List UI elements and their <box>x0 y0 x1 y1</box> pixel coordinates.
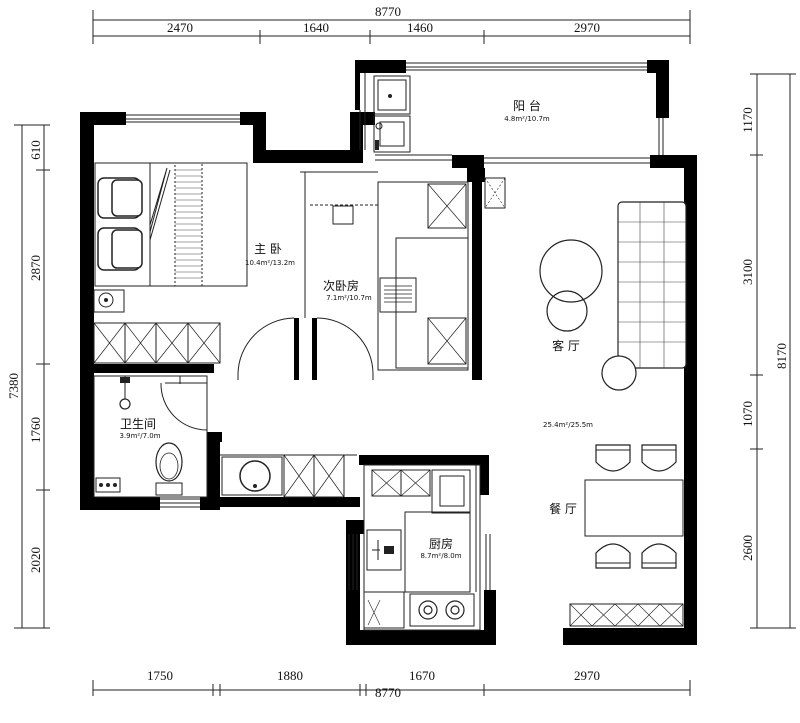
toilet-icon <box>155 442 183 496</box>
kitchen-cabinet <box>371 469 471 514</box>
second-bedroom-label: 次卧房 <box>323 278 359 293</box>
living-room-area: 25.4m²/25.5m <box>543 421 593 429</box>
left-dimension-lines <box>14 124 50 629</box>
fan-icon <box>93 289 125 313</box>
right-total-dimension: 8170 <box>774 343 789 369</box>
left-total-dimension: 7380 <box>6 373 21 399</box>
stove-icon <box>409 593 475 627</box>
left-dimension-3: 1760 <box>28 417 43 443</box>
right-dimension-2: 3100 <box>740 259 755 285</box>
right-dimension-1: 1170 <box>740 107 755 133</box>
dining-chair <box>641 543 677 569</box>
walls <box>80 60 697 645</box>
bottom-dimension-2: 1880 <box>277 668 303 683</box>
side-table <box>601 355 637 391</box>
bathroom <box>93 375 208 498</box>
bottom-dimension-4: 2970 <box>574 668 600 683</box>
right-dimension-4: 2600 <box>740 535 755 561</box>
master-bedroom <box>93 162 295 380</box>
master-bedroom-label: 主 卧 <box>254 242 282 256</box>
left-dimension-2: 2870 <box>28 255 43 281</box>
kitchen-area: 8.7m²/8.0m <box>420 552 461 560</box>
dining-area <box>569 444 684 627</box>
bathroom-label: 卫生间 <box>120 417 156 431</box>
kitchen-label: 厨房 <box>429 536 453 551</box>
left-dimension-1: 610 <box>28 140 43 160</box>
second-bedroom-area: 7.1m²/10.7m <box>326 294 372 302</box>
bedside-cabinet <box>427 183 467 229</box>
left-dimension-4: 2020 <box>28 547 43 573</box>
sideboard <box>569 603 684 627</box>
bottom-dimension-lines <box>92 680 691 696</box>
balcony-label: 阳 台 <box>513 98 541 113</box>
living-room <box>484 177 687 391</box>
wardrobe <box>93 322 221 364</box>
shower-icon <box>119 376 207 410</box>
bedside-cabinet <box>427 317 467 365</box>
dining-chair <box>595 543 631 569</box>
sink-icon <box>366 529 402 571</box>
bottom-dimension-1: 1750 <box>147 668 173 683</box>
sofa <box>617 201 687 369</box>
bottom-dimension-3: 1670 <box>409 668 435 683</box>
top-dimension-4: 2970 <box>574 20 600 35</box>
top-dimension-1: 2470 <box>167 20 193 35</box>
coffee-table <box>539 239 603 332</box>
bathroom-area: 3.9m²/7.0m <box>119 432 160 440</box>
top-total-dimension: 8770 <box>375 4 401 19</box>
drain-icon <box>95 477 121 493</box>
bed-pillow <box>97 177 143 219</box>
windows <box>126 62 664 590</box>
bottom-total-dimension: 8770 <box>375 685 401 700</box>
balcony <box>373 75 411 153</box>
dining-chair <box>595 444 631 472</box>
balcony-area: 4.8m²/10.7m <box>504 115 550 123</box>
bed-pillow <box>97 227 143 271</box>
top-dimension-3: 1460 <box>407 20 433 35</box>
living-room-label: 客 厅 <box>552 338 580 353</box>
right-dimension-lines <box>750 73 796 629</box>
right-dimension-3: 1070 <box>740 401 755 427</box>
dining-room-label: 餐 厅 <box>549 501 577 516</box>
top-dimension-lines <box>92 10 691 44</box>
hallway-fixtures <box>220 454 357 498</box>
dining-chair <box>641 444 677 472</box>
kitchen <box>363 464 481 631</box>
master-bedroom-area: 10.4m²/13.2m <box>245 259 295 267</box>
washbasin-icon <box>221 456 283 496</box>
second-bedroom <box>300 171 469 380</box>
shoe-cabinet <box>283 454 345 498</box>
top-dimension-2: 1640 <box>303 20 329 35</box>
